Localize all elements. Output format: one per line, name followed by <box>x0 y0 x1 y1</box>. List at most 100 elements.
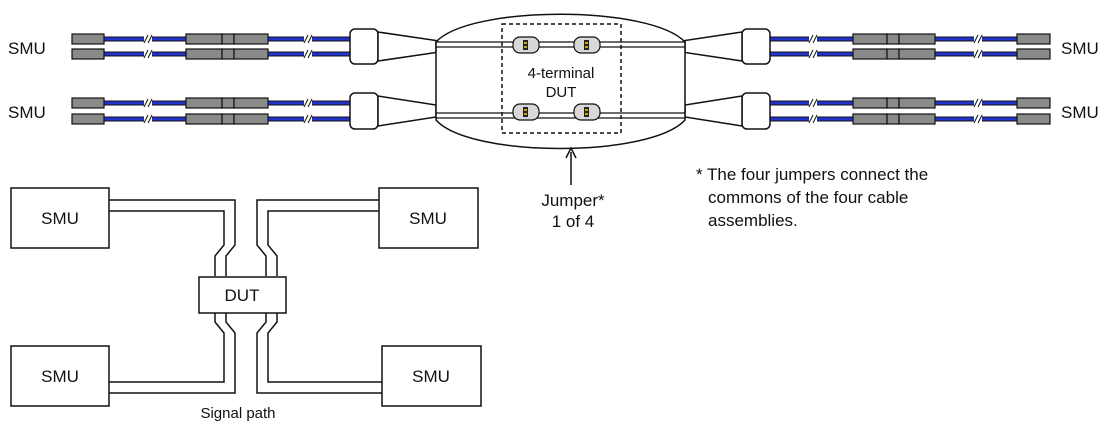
smu-box-label-bottom-left: SMU <box>41 367 79 386</box>
cable-adapter-left <box>349 92 379 130</box>
jumper-pin-stripe <box>585 42 588 44</box>
cable-break <box>974 50 982 58</box>
cable-connector <box>886 33 900 45</box>
dut-label-line2: DUT <box>546 84 577 101</box>
cable-connector <box>898 33 936 45</box>
cable-connector <box>886 113 900 125</box>
cable-break-mark <box>147 98 153 108</box>
cable-connector <box>852 48 888 60</box>
dut-dashed-boundary <box>501 23 622 134</box>
cable-taper-right <box>684 95 743 127</box>
cable-break-mark <box>973 49 979 59</box>
smu-label-right-top: SMU <box>1061 39 1099 58</box>
cable-break-mark <box>973 34 979 44</box>
cable-break <box>304 50 312 58</box>
smu-box-top-left <box>10 187 110 249</box>
cable-connector <box>898 48 936 60</box>
cable-break-mark <box>812 49 818 59</box>
signal-traces <box>109 199 382 394</box>
cable-break <box>974 99 982 107</box>
cable-break-mark <box>808 114 814 124</box>
jumper-pin-stripe <box>585 46 588 48</box>
cable-break-mark <box>147 114 153 124</box>
footnote-line1: * The four jumpers connect the <box>696 165 928 184</box>
cable-connector <box>852 97 888 109</box>
cable-taper-right <box>684 31 743 62</box>
smu-label-left-bottom: SMU <box>8 103 46 122</box>
footnote-line3: assemblies. <box>708 211 798 230</box>
smu-box-top-right <box>378 187 479 249</box>
cable-connector <box>852 33 888 45</box>
jumper-pin <box>523 40 528 50</box>
cable-break-mark <box>143 98 149 108</box>
jumper-pin-stripe <box>585 113 588 115</box>
jumper-label-line2: 1 of 4 <box>552 212 595 231</box>
cable-break-mark <box>808 49 814 59</box>
cable-break <box>304 99 312 107</box>
footnote-line2: commons of the four cable <box>708 188 908 207</box>
cable-connector <box>1016 113 1051 125</box>
cable-break-mark <box>303 49 309 59</box>
cable-connector <box>71 33 105 45</box>
jumper-label-line1: Jumper* <box>541 191 605 210</box>
cable-taper-left <box>377 31 437 62</box>
cable-break-mark <box>812 98 818 108</box>
cable-adapter-right <box>741 28 771 65</box>
cable-connector <box>233 113 269 125</box>
cable-break-mark <box>143 49 149 59</box>
cable-break <box>144 99 152 107</box>
cable-break-mark <box>977 34 983 44</box>
cable-connector <box>185 48 223 60</box>
cable-break-mark <box>808 34 814 44</box>
smu-box-label-bottom-right: SMU <box>412 367 450 386</box>
cable-break-mark <box>307 34 313 44</box>
cable-connector <box>221 48 235 60</box>
dut-label-line1: 4-terminal <box>528 65 595 82</box>
jumper-pin-stripe <box>524 113 527 115</box>
smu-box-bottom-right <box>381 345 482 407</box>
cable-taper-left <box>377 95 437 127</box>
cable-connector <box>71 113 105 125</box>
cable-break-mark <box>143 34 149 44</box>
cable-adapter-left <box>349 28 379 65</box>
cable-break <box>974 115 982 123</box>
cable-break-mark <box>303 114 309 124</box>
fixture-housing <box>435 13 686 150</box>
cable-connector <box>221 97 235 109</box>
cable-break-mark <box>973 98 979 108</box>
cable-break <box>974 35 982 43</box>
jumper-pin-stripe <box>585 109 588 111</box>
cable-break <box>144 115 152 123</box>
signal-path-caption: Signal path <box>200 405 275 422</box>
jumper-pin-stripe <box>524 46 527 48</box>
cable-break <box>304 115 312 123</box>
cable-connector <box>71 97 105 109</box>
dut-fixture: 4-terminal DUT <box>435 13 686 150</box>
cable-connector <box>233 97 269 109</box>
cable-break <box>809 115 817 123</box>
smu-label-right-bottom: SMU <box>1061 103 1099 122</box>
cable-break-mark <box>307 114 313 124</box>
cable-break-mark <box>973 114 979 124</box>
cable-break-mark <box>977 114 983 124</box>
cable-break <box>809 35 817 43</box>
cable-break-mark <box>147 49 153 59</box>
jumper-pin <box>584 40 589 50</box>
cable-connector <box>898 113 936 125</box>
cable-break-mark <box>147 34 153 44</box>
cable-break <box>144 50 152 58</box>
jumper-pin <box>523 107 528 117</box>
jumper-pin-stripe <box>524 42 527 44</box>
signal-dut-label: DUT <box>225 286 260 305</box>
cable-connector <box>185 97 223 109</box>
cable-connector <box>1016 48 1051 60</box>
jumper-arrow <box>565 146 577 185</box>
cable-break-mark <box>812 34 818 44</box>
smu-label-left-top: SMU <box>8 39 46 58</box>
smu-box-label-top-right: SMU <box>409 209 447 228</box>
cable-break-mark <box>303 98 309 108</box>
cable-break-mark <box>307 49 313 59</box>
cable-connector <box>71 48 105 60</box>
cable-break-mark <box>307 98 313 108</box>
